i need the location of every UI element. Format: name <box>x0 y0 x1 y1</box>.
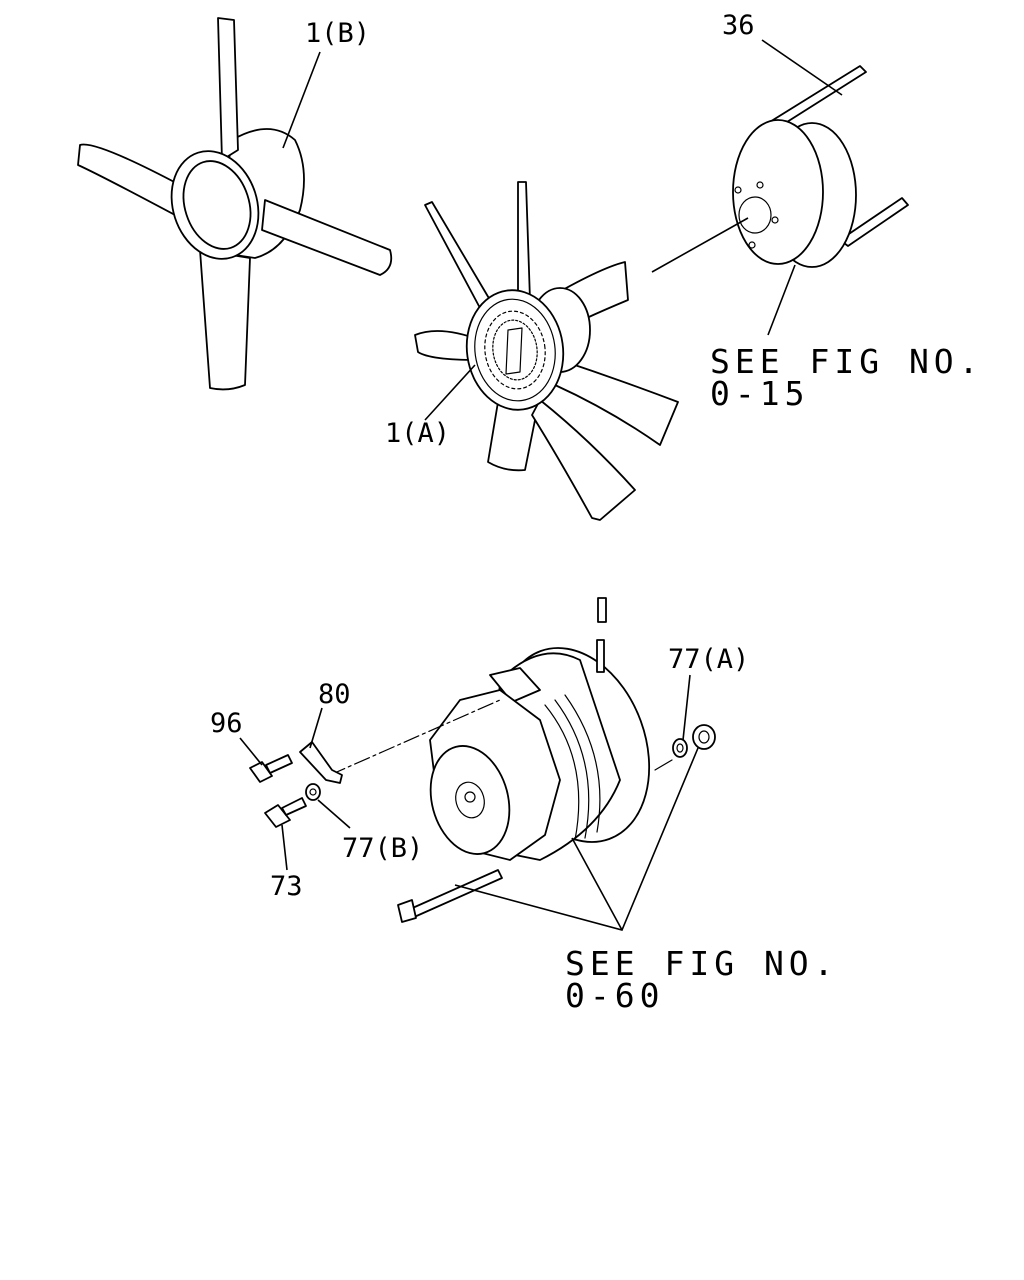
callout-73: 73 <box>270 871 303 902</box>
callout-96: 96 <box>210 708 243 739</box>
pulley-illustration <box>651 65 909 273</box>
callout-1b: 1(B) <box>305 18 370 49</box>
alternator-reference-line2: 0-60 <box>565 976 664 1015</box>
callout-36: 36 <box>722 10 755 41</box>
callout-80: 80 <box>318 679 351 710</box>
fan-a-illustration <box>414 181 679 521</box>
callout-77b: 77(B) <box>342 833 423 864</box>
alternator-illustration <box>329 597 716 923</box>
pulley-reference-line1: SEE FIG NO. <box>710 342 984 381</box>
pulley-reference-line2: 0-15 <box>710 374 809 413</box>
callout-77a: 77(A) <box>668 644 749 675</box>
leader-lines <box>239 39 843 931</box>
hardware-illustration <box>249 741 343 828</box>
callout-1a: 1(A) <box>385 418 450 449</box>
fan-b-illustration <box>77 17 393 391</box>
alternator-reference-line1: SEE FIG NO. <box>565 944 839 983</box>
